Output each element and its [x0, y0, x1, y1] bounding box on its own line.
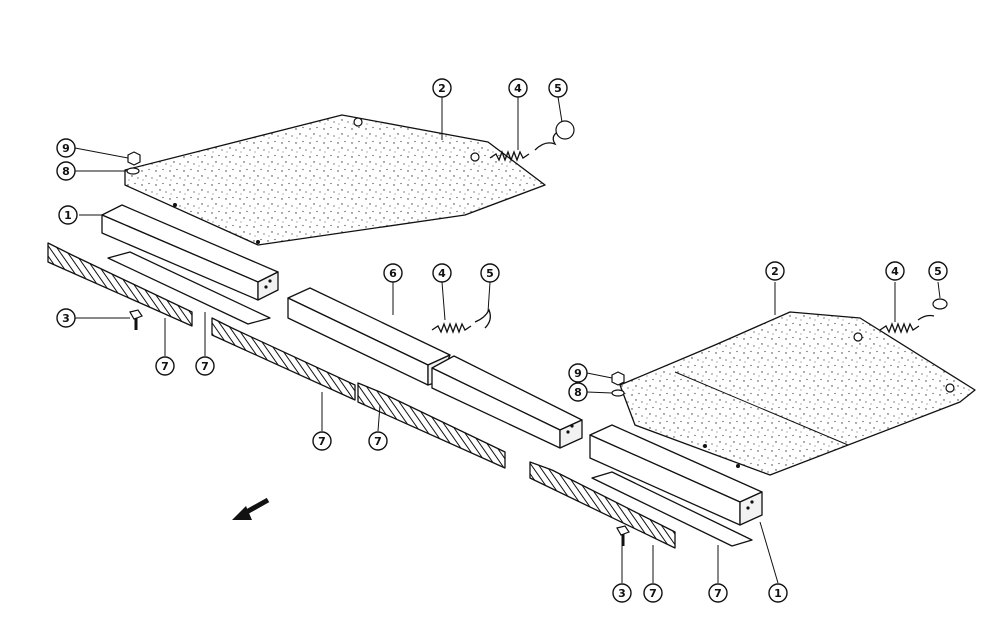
hatched-strip-left: [47, 242, 193, 327]
svg-text:7: 7: [201, 360, 209, 373]
plate-bolt-hole: [353, 117, 363, 127]
svg-text:7: 7: [374, 435, 382, 448]
hatched-strip-center-1: [211, 317, 356, 401]
callout-3-right: 3: [612, 583, 632, 603]
callout-2-lower: 2: [765, 261, 785, 281]
cover-plate-lower-right: [619, 311, 976, 476]
svg-text:7: 7: [318, 435, 326, 448]
pin-right: [917, 314, 935, 321]
spring-upper: [489, 150, 530, 162]
seal-strip-left: [107, 251, 271, 325]
callout-4-right: 4: [885, 261, 905, 281]
svg-text:6: 6: [389, 267, 397, 280]
callout-8-lower: 8: [568, 382, 588, 402]
callout-1-left: 1: [58, 205, 78, 225]
pin-ring-right: [932, 298, 948, 310]
svg-text:7: 7: [161, 360, 169, 373]
beam-center: [287, 287, 583, 449]
plate-hole: [173, 203, 177, 207]
callout-7-a: 7: [155, 356, 175, 376]
callout-4-upper: 4: [508, 78, 528, 98]
svg-text:5: 5: [554, 82, 562, 95]
callout-5-right: 5: [928, 261, 948, 281]
plate-fold-line: [674, 371, 849, 446]
callout-7-b: 7: [195, 356, 215, 376]
seal-strip-right: [591, 471, 753, 547]
beam-right: [589, 424, 763, 526]
screw-left: [129, 309, 143, 330]
callout-5-center: 5: [480, 263, 500, 283]
screw-right: [616, 525, 630, 546]
cover-plate-upper-left: [124, 114, 546, 246]
plate-bolt-hole: [470, 152, 480, 162]
pin-center: [474, 308, 491, 329]
callout-7-c: 7: [312, 431, 332, 451]
callouts: 1 2 3 4 5 6 7 7 7 7 8 9: [56, 78, 948, 603]
front-direction-arrow-icon: [232, 497, 270, 520]
washer-upper: [126, 167, 140, 175]
svg-text:8: 8: [62, 165, 70, 178]
callout-8-upper: 8: [56, 161, 76, 181]
svg-text:4: 4: [514, 82, 522, 95]
nut-lower: [611, 371, 625, 386]
plate-bolt-hole: [853, 332, 863, 342]
svg-text:4: 4: [438, 267, 446, 280]
callout-1-right: 1: [768, 583, 788, 603]
callout-3-left: 3: [56, 308, 76, 328]
hatched-strip-right: [529, 461, 676, 549]
svg-text:5: 5: [934, 265, 942, 278]
plate-hole: [703, 444, 707, 448]
svg-text:7: 7: [649, 587, 657, 600]
hatched-strip-center-2: [357, 382, 506, 469]
svg-text:1: 1: [774, 587, 782, 600]
beam-left: [101, 204, 279, 301]
plate-hole: [736, 464, 740, 468]
nut-upper: [127, 151, 141, 166]
plate-bolt-hole: [945, 383, 955, 393]
callout-7-e: 7: [643, 583, 663, 603]
svg-text:8: 8: [574, 386, 582, 399]
svg-text:7: 7: [714, 587, 722, 600]
callout-5-upper: 5: [548, 78, 568, 98]
svg-text:9: 9: [574, 367, 582, 380]
pin-ring-upper: [555, 120, 575, 140]
callout-7-d: 7: [368, 431, 388, 451]
washer-lower: [611, 389, 625, 397]
svg-text:5: 5: [486, 267, 494, 280]
callout-9-upper: 9: [56, 138, 76, 158]
callout-9-lower: 9: [568, 363, 588, 383]
callout-4-center: 4: [432, 263, 452, 283]
svg-text:2: 2: [438, 82, 446, 95]
leader-lines: [74, 96, 941, 584]
svg-text:3: 3: [618, 587, 626, 600]
svg-text:9: 9: [62, 142, 70, 155]
callout-2-upper: 2: [432, 78, 452, 98]
callout-6-center: 6: [383, 263, 403, 283]
plate-hole: [256, 240, 260, 244]
svg-text:3: 3: [62, 312, 70, 325]
callout-7-f: 7: [708, 583, 728, 603]
spring-right: [879, 322, 920, 334]
svg-text:4: 4: [891, 265, 899, 278]
spring-center: [431, 322, 472, 334]
svg-text:1: 1: [64, 209, 72, 222]
svg-text:2: 2: [771, 265, 779, 278]
